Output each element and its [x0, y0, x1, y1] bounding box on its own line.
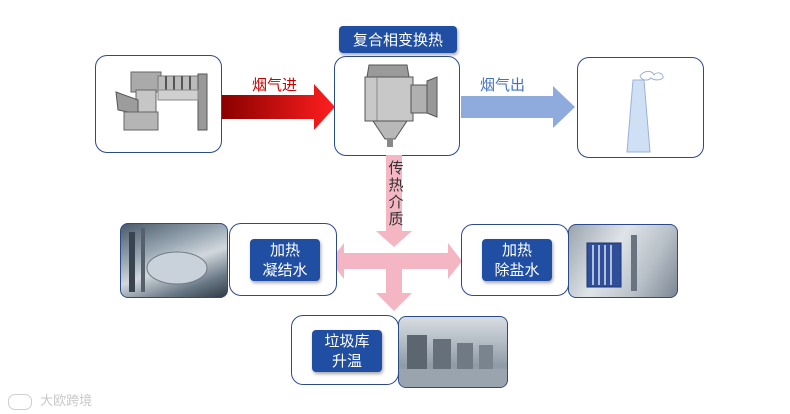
incinerator-box — [95, 55, 222, 153]
flue-out-label: 烟气出 — [480, 74, 525, 95]
heat-exchanger-icon — [335, 57, 459, 154]
heat-medium-label: 传 热 介 质 — [386, 160, 406, 228]
garbage-pit-box: 垃圾库 升温 — [291, 315, 399, 385]
condensate-box: 加热 凝结水 — [229, 223, 337, 296]
demineralized-label: 加热 除盐水 — [482, 239, 552, 281]
watermark-logo-icon — [8, 394, 32, 410]
flue-in-label: 烟气进 — [252, 74, 297, 95]
garbage-pit-photo — [398, 316, 508, 388]
garbage-pit-label: 垃圾库 升温 — [312, 330, 382, 372]
tank-icon — [121, 224, 227, 296]
title-label: 复合相变换热 — [339, 26, 457, 53]
incinerator-icon — [96, 56, 220, 151]
heat-exchanger-box — [334, 56, 460, 156]
condensate-label: 加热 凝结水 — [250, 239, 320, 281]
watermark: 大欧跨境 — [8, 390, 92, 410]
demineralized-photo — [568, 224, 678, 298]
condensate-photo — [120, 223, 228, 298]
chimney-icon — [578, 58, 702, 156]
demineralized-box: 加热 除盐水 — [461, 224, 569, 296]
warehouse-icon — [399, 317, 507, 387]
chimney-box — [577, 57, 704, 158]
plate-exchanger-icon — [569, 225, 677, 297]
watermark-text: 大欧跨境 — [40, 394, 92, 409]
